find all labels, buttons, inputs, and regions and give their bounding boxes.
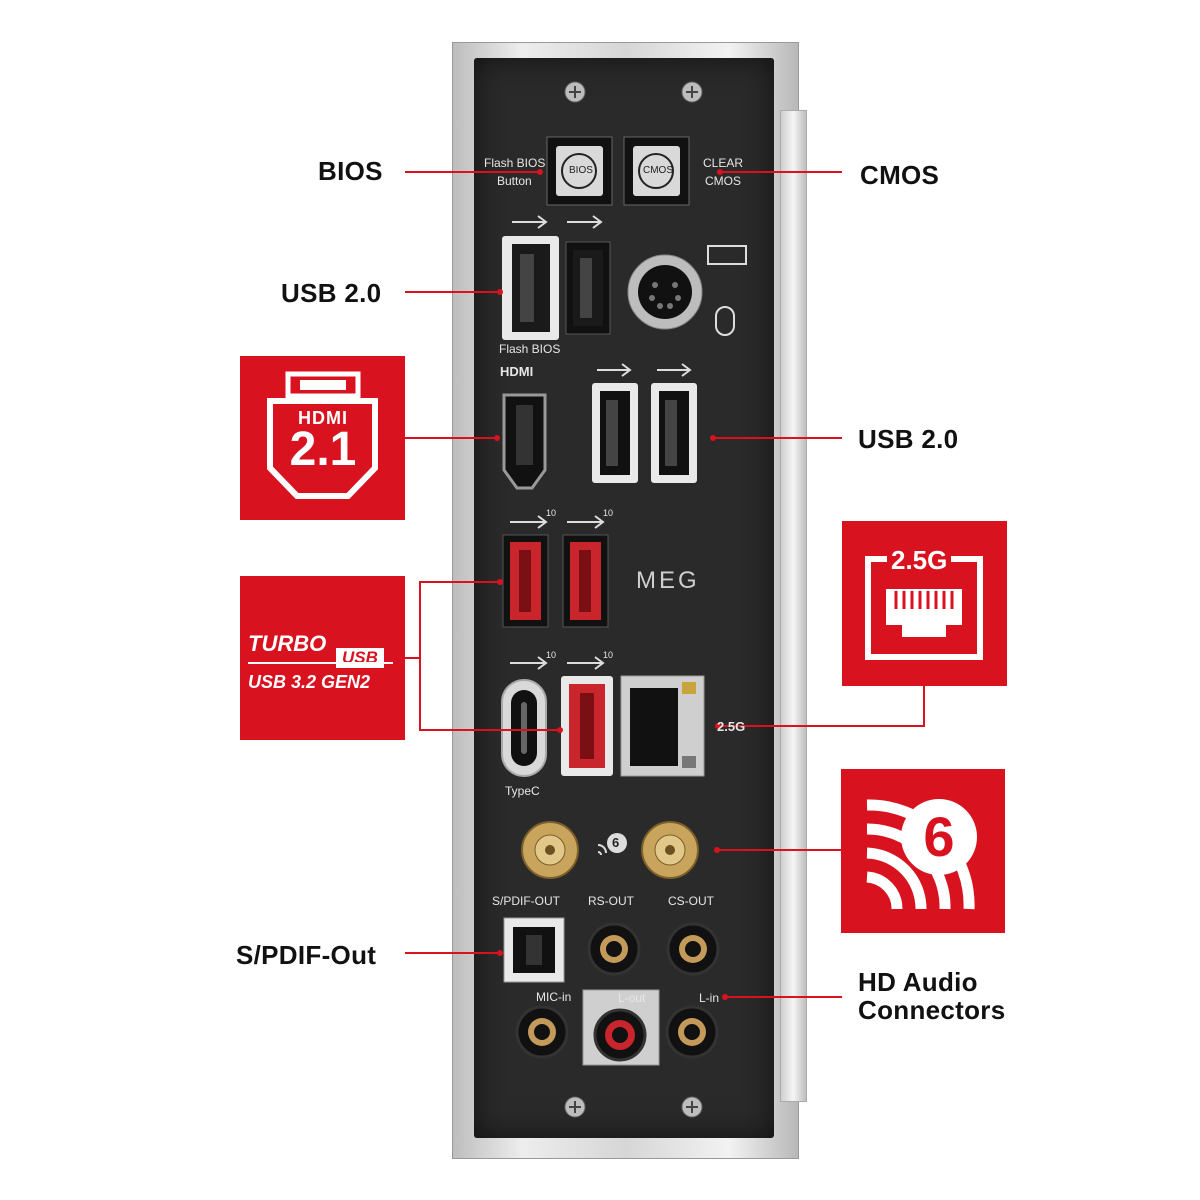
callout-usb20-right: USB 2.0	[858, 424, 959, 454]
typec-label: TypeC	[505, 784, 540, 798]
audio-jack-l-in	[665, 1005, 719, 1059]
usb20-port-right-2	[651, 383, 697, 483]
clear-cmos-label-2: CMOS	[705, 174, 741, 188]
callout-hd-audio-1: HD Audio	[858, 967, 978, 997]
bracket-edge-right	[780, 110, 807, 1102]
wifi-antenna-right	[641, 821, 699, 879]
usb20-port-flash-bios	[502, 236, 559, 340]
usb20-port-top-2	[565, 241, 611, 335]
screw-top-right	[681, 81, 703, 103]
flash-bios-button-label-2: Button	[497, 174, 532, 188]
leader-lines	[405, 171, 925, 998]
ss10-label-a: 10	[546, 508, 557, 518]
hdmi-port	[502, 393, 547, 490]
audio-jack-mic-in	[515, 1005, 569, 1059]
audio-jack-cs-out	[666, 922, 720, 976]
meg-logo: MEG	[636, 567, 700, 594]
hdmi21-badge: HDMI 2.1	[240, 356, 405, 520]
hdmi-badge-word: HDMI	[298, 408, 348, 428]
usb32-port-2	[562, 534, 609, 628]
wifi6-badge-number: 6	[923, 805, 955, 868]
clear-cmos-button	[623, 136, 690, 206]
wifi6-mini-icon	[597, 833, 627, 856]
lan-port	[620, 675, 705, 777]
l-out-panel-label: L-out	[618, 991, 646, 1005]
flash-bios-port-label: Flash BIOS	[499, 342, 561, 356]
cs-out-panel-label: CS-OUT	[668, 894, 714, 908]
flash-bios-button-label: Flash BIOS	[484, 156, 546, 170]
cmos-key-label: CMOS	[643, 165, 673, 176]
turbo-word: TURBO	[248, 631, 327, 656]
mic-in-panel-label: MIC-in	[536, 990, 572, 1004]
bios-key-label: BIOS	[569, 165, 593, 176]
screw-bottom-right	[681, 1096, 703, 1118]
rs-out-panel-label: RS-OUT	[588, 894, 634, 908]
lan-25g-badge: 2.5G	[842, 521, 1007, 686]
wifi6-mini-label: 6	[612, 835, 620, 850]
usb-typec-port	[501, 679, 547, 777]
lan-25g-label: 2.5G	[717, 719, 746, 734]
ps2-port	[627, 254, 703, 330]
usb32-port-3	[561, 676, 613, 776]
wifi-antenna-left	[521, 821, 579, 879]
ss10-label-d: 10	[603, 650, 614, 660]
spdif-out-panel-label: S/PDIF-OUT	[492, 894, 560, 908]
usb32-port-1	[502, 534, 549, 628]
callout-hd-audio-2: Connectors	[858, 995, 1006, 1025]
spdif-optical-port	[503, 917, 565, 983]
flash-bios-button	[546, 136, 613, 206]
audio-jack-l-out	[593, 1008, 647, 1062]
callout-cmos: CMOS	[860, 160, 940, 190]
callout-spdif-out: S/PDIF-Out	[236, 940, 377, 970]
turbo-usb-word: USB	[336, 648, 384, 668]
turbo-gen-word: USB 3.2 GEN2	[248, 672, 371, 692]
l-in-panel-label: L-in	[699, 991, 720, 1005]
screw-top-left	[564, 81, 586, 103]
callout-bios: BIOS	[318, 156, 383, 186]
turbo-usb-badge: TURBO USB USB 3.2 GEN2	[240, 576, 405, 740]
callout-usb20-top: USB 2.0	[281, 278, 382, 308]
wifi6-badge: 6	[841, 769, 1005, 933]
audio-jack-rs-out	[587, 922, 641, 976]
lan-badge-speed: 2.5G	[887, 545, 952, 576]
ss10-label-c: 10	[546, 650, 557, 660]
usb20-port-right-1	[592, 383, 638, 483]
hdmi-badge-version: 2.1	[289, 423, 357, 476]
screw-bottom-left	[564, 1096, 586, 1118]
hdmi-port-label: HDMI	[500, 364, 534, 379]
clear-cmos-label: CLEAR	[703, 156, 744, 170]
ss10-label-b: 10	[603, 508, 614, 518]
